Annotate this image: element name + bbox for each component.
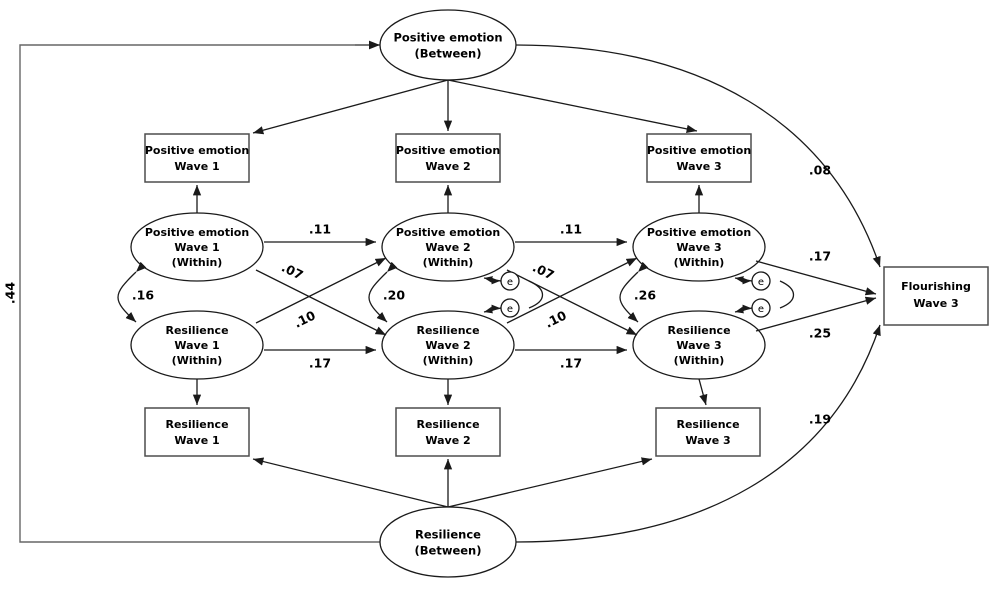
coef-autoregressive-res-w2-w3: .17 — [560, 356, 582, 371]
paths-res-between-to-observed — [252, 457, 653, 508]
label-res-w2-line1: Resilience — [416, 418, 479, 431]
label-pe-w3-line2: Wave 3 — [676, 160, 721, 173]
box-resilience-wave-2: Resilience Wave 2 — [395, 407, 501, 457]
label-pe-within-w2-line3: (Within) — [423, 256, 474, 269]
label-res-within-w2-line3: (Within) — [423, 354, 474, 367]
paths-pe-within-to-observed — [192, 185, 704, 213]
coef-autoregressive-res-w1-w2: .17 — [309, 356, 331, 371]
ellipse-res-within-wave-2: Resilience Wave 2 (Within) — [381, 310, 515, 380]
label-res-w3-line2: Wave 3 — [685, 434, 730, 447]
coef-res-within-w3-to-flourishing: .25 — [809, 326, 831, 341]
path-cross-pe-to-res-w1-w2 — [255, 269, 387, 336]
coef-autoregressive-pe-w1-w2: .11 — [309, 222, 331, 237]
path-res-within-w3-to-flourishing — [755, 296, 877, 332]
paths-pe-between-to-observed — [252, 79, 698, 135]
label-pe-w1-line1: Positive emotion — [145, 144, 249, 157]
label-res-between-line1: Resilience — [415, 528, 481, 542]
error-label-pe-w2: e — [507, 277, 513, 288]
ellipse-pe-within-wave-3: Positive emotion Wave 3 (Within) — [632, 212, 766, 282]
label-res-within-w3-line3: (Within) — [674, 354, 725, 367]
label-res-w3-line1: Resilience — [676, 418, 739, 431]
label-pe-within-w2-line1: Positive emotion — [396, 226, 500, 239]
coef-correlation-wave-2: .20 — [383, 288, 405, 303]
paths-res-within-to-observed — [192, 378, 708, 406]
label-pe-between-line2: (Between) — [415, 47, 482, 61]
path-res-between-to-flourishing — [515, 324, 881, 543]
coef-pe-between-to-flourishing: .08 — [809, 163, 831, 178]
path-correlation-wave-3 — [619, 261, 649, 323]
box-resilience-wave-3: Resilience Wave 3 — [655, 407, 761, 457]
ellipse-pe-within-wave-1: Positive emotion Wave 1 (Within) — [130, 212, 264, 282]
error-label-res-w2: e — [507, 304, 513, 315]
label-pe-within-w1-line3: (Within) — [172, 256, 223, 269]
ellipse-res-within-wave-3: Resilience Wave 3 (Within) — [632, 310, 766, 380]
label-res-within-w1-line1: Resilience — [165, 324, 228, 337]
error-terms-wave-3: e e — [734, 271, 795, 318]
box-positive-emotion-wave-3: Positive emotion Wave 3 — [646, 133, 752, 183]
label-pe-within-w1-line1: Positive emotion — [145, 226, 249, 239]
label-pe-within-w3-line3: (Within) — [674, 256, 725, 269]
label-res-within-w2-line2: Wave 2 — [425, 339, 470, 352]
label-res-w1-line2: Wave 1 — [174, 434, 219, 447]
label-pe-within-w2-line2: Wave 2 — [425, 241, 470, 254]
label-pe-w2-line2: Wave 2 — [425, 160, 470, 173]
box-positive-emotion-wave-2: Positive emotion Wave 2 — [395, 133, 501, 183]
label-res-within-w3-line1: Resilience — [667, 324, 730, 337]
coef-autoregressive-pe-w2-w3: .11 — [560, 222, 582, 237]
label-pe-within-w1-line2: Wave 1 — [174, 241, 219, 254]
path-cross-res-to-pe-w1-w2 — [255, 257, 387, 324]
ellipse-positive-emotion-between — [379, 9, 517, 81]
path-correlation-wave-1 — [117, 261, 147, 323]
label-pe-w3-line1: Positive emotion — [647, 144, 751, 157]
path-pe-between-to-flourishing — [515, 44, 881, 268]
label-res-w2-line2: Wave 2 — [425, 434, 470, 447]
path-pe-within-w3-to-flourishing — [755, 260, 877, 296]
box-flourishing-wave-3: Flourishing Wave 3 — [883, 266, 989, 326]
path-between-covariance — [19, 44, 392, 547]
error-label-res-w3: e — [758, 304, 764, 315]
label-pe-within-w3-line1: Positive emotion — [647, 226, 751, 239]
label-res-within-w2-line1: Resilience — [416, 324, 479, 337]
path-cross-res-to-pe-w2-w3 — [506, 257, 638, 324]
error-terms-wave-2: e e — [483, 271, 544, 318]
coef-between-covariance: .44 — [3, 282, 18, 304]
label-res-between-line2: (Between) — [415, 544, 482, 558]
label-flourishing-line2: Wave 3 — [913, 297, 958, 310]
ellipse-resilience-between — [379, 506, 517, 578]
error-label-pe-w3: e — [758, 277, 764, 288]
coef-pe-within-w3-to-flourishing: .17 — [809, 249, 831, 264]
label-res-within-w1-line2: Wave 1 — [174, 339, 219, 352]
coef-correlation-wave-1: .16 — [132, 288, 154, 303]
coef-correlation-wave-3: .26 — [634, 288, 656, 303]
label-pe-between-line1: Positive emotion — [393, 31, 502, 45]
label-pe-within-w3-line2: Wave 3 — [676, 241, 721, 254]
label-pe-w2-line1: Positive emotion — [396, 144, 500, 157]
label-res-w1-line1: Resilience — [165, 418, 228, 431]
label-res-within-w3-line2: Wave 3 — [676, 339, 721, 352]
path-correlation-wave-2 — [368, 261, 398, 323]
coef-cross-res-to-pe-w2-w3: .10 — [542, 307, 569, 330]
label-res-within-w1-line3: (Within) — [172, 354, 223, 367]
box-resilience-wave-1: Resilience Wave 1 — [144, 407, 250, 457]
label-pe-w1-line2: Wave 1 — [174, 160, 219, 173]
coef-res-between-to-flourishing: .19 — [809, 412, 831, 427]
path-cross-pe-to-res-w2-w3 — [506, 269, 638, 336]
ellipse-pe-within-wave-2: Positive emotion Wave 2 (Within) — [381, 212, 515, 282]
coef-cross-pe-to-res-w1-w2: .07 — [279, 260, 305, 283]
ellipse-res-within-wave-1: Resilience Wave 1 (Within) — [130, 310, 264, 380]
coef-cross-res-to-pe-w1-w2: .10 — [291, 307, 318, 330]
label-flourishing-line1: Flourishing — [901, 280, 971, 293]
box-positive-emotion-wave-1: Positive emotion Wave 1 — [144, 133, 250, 183]
coef-cross-pe-to-res-w2-w3: .07 — [530, 260, 556, 283]
